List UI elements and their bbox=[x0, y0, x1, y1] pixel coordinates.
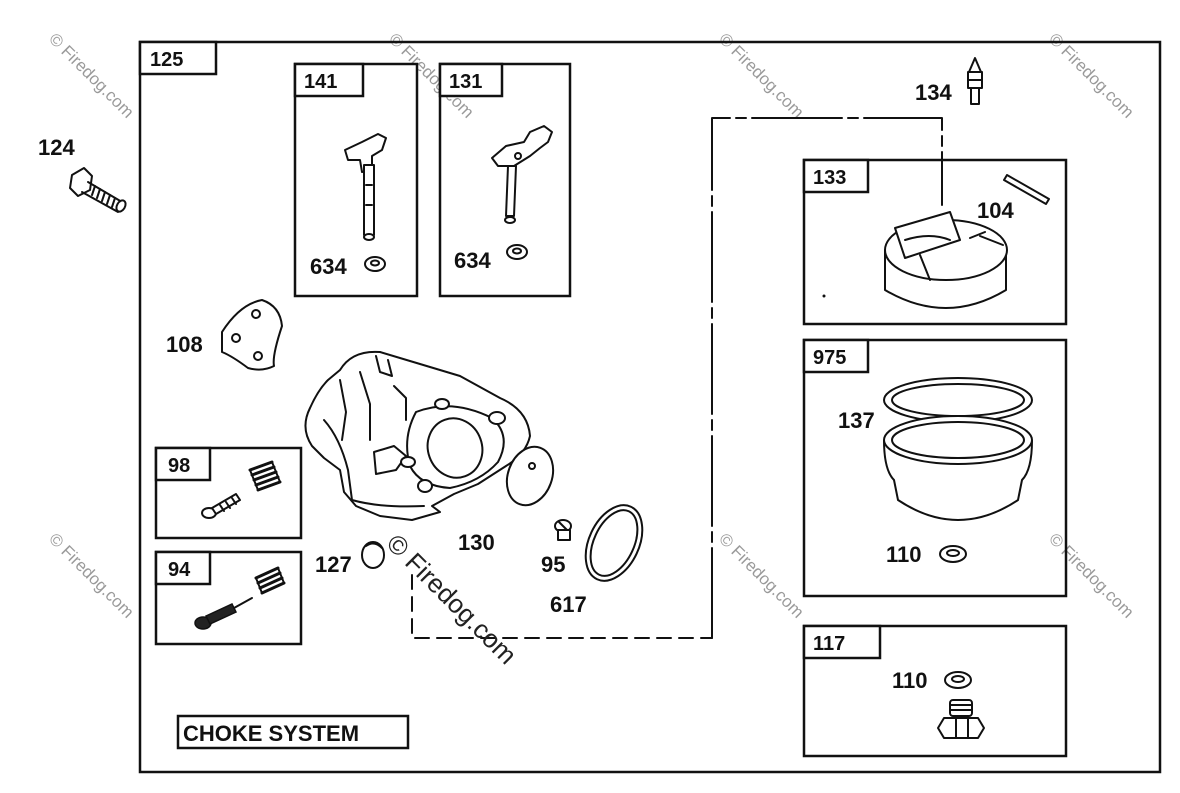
box-975 bbox=[802, 338, 1068, 598]
spring-icon bbox=[254, 566, 286, 595]
label-617: 617 bbox=[550, 592, 587, 617]
washer-icon bbox=[939, 545, 967, 563]
label-98: 98 bbox=[168, 455, 190, 477]
label-94: 94 bbox=[168, 559, 191, 581]
tab-133 bbox=[802, 158, 870, 194]
label-130: 130 bbox=[458, 530, 495, 555]
washer-icon bbox=[506, 244, 528, 260]
label-131: 131 bbox=[449, 71, 482, 93]
label-108: 108 bbox=[166, 332, 203, 357]
diaphragm-icon bbox=[505, 445, 555, 507]
box-98 bbox=[154, 446, 303, 540]
label-124: 124 bbox=[38, 135, 75, 160]
watermark-text: © Firedog.com bbox=[381, 528, 523, 670]
label-125: 125 bbox=[150, 49, 183, 71]
label-634-a: 634 bbox=[310, 254, 347, 279]
carburetor-body-icon bbox=[304, 350, 531, 521]
label-137: 137 bbox=[838, 408, 875, 433]
bolt-icon bbox=[69, 167, 127, 213]
gasket-icon bbox=[221, 299, 283, 371]
dot-mark bbox=[822, 294, 826, 298]
tab-141 bbox=[293, 62, 365, 98]
spring-icon bbox=[248, 460, 282, 492]
caption-box bbox=[176, 714, 410, 750]
tab-131 bbox=[438, 62, 504, 98]
watermark: © Firedog.com bbox=[45, 29, 137, 121]
label-104: 104 bbox=[977, 198, 1014, 223]
tab-98 bbox=[154, 446, 212, 482]
tab-94 bbox=[154, 550, 212, 586]
main-frame bbox=[138, 40, 1162, 774]
label-134: 134 bbox=[915, 80, 952, 105]
label-133: 133 bbox=[813, 167, 846, 189]
washer-icon bbox=[364, 256, 386, 272]
float-bowl-icon bbox=[883, 377, 1033, 521]
needle-icon bbox=[967, 57, 983, 105]
watermark: © Firedog.com bbox=[715, 529, 807, 621]
label-95: 95 bbox=[541, 552, 565, 577]
pin-icon bbox=[1003, 174, 1050, 205]
watermark: © Firedog.com bbox=[1045, 29, 1137, 121]
watermark: © Firedog.com bbox=[45, 529, 137, 621]
idle-screw-icon bbox=[201, 493, 241, 519]
main-jet-icon bbox=[554, 519, 572, 541]
box-117 bbox=[802, 624, 1068, 758]
label-634-b: 634 bbox=[454, 248, 491, 273]
main-tab bbox=[138, 40, 218, 76]
box-94 bbox=[154, 550, 303, 646]
label-117: 117 bbox=[813, 633, 845, 655]
watermark: © Firedog.com bbox=[1045, 529, 1137, 621]
tab-117 bbox=[802, 624, 882, 660]
label-141: 141 bbox=[304, 71, 337, 93]
mixture-screw-icon bbox=[194, 597, 253, 630]
box-131 bbox=[438, 62, 572, 298]
label-110-b: 110 bbox=[892, 668, 928, 693]
connector-line bbox=[711, 117, 943, 639]
washer-icon bbox=[944, 671, 972, 689]
choke-shaft-icon bbox=[344, 133, 387, 241]
label-110-a: 110 bbox=[886, 542, 922, 567]
welch-plug-icon bbox=[361, 541, 385, 569]
box-133 bbox=[802, 158, 1068, 326]
connector-line bbox=[411, 574, 713, 639]
watermark: © Firedog.com bbox=[715, 29, 807, 121]
float-icon bbox=[884, 211, 1008, 309]
caption-choke-system: CHOKE SYSTEM bbox=[183, 721, 359, 746]
label-127: 127 bbox=[315, 552, 352, 577]
label-975: 975 bbox=[813, 347, 846, 369]
o-ring-icon bbox=[584, 504, 644, 582]
tab-975 bbox=[802, 338, 870, 374]
throttle-shaft-icon bbox=[491, 125, 553, 224]
drain-plug-icon bbox=[937, 699, 985, 739]
